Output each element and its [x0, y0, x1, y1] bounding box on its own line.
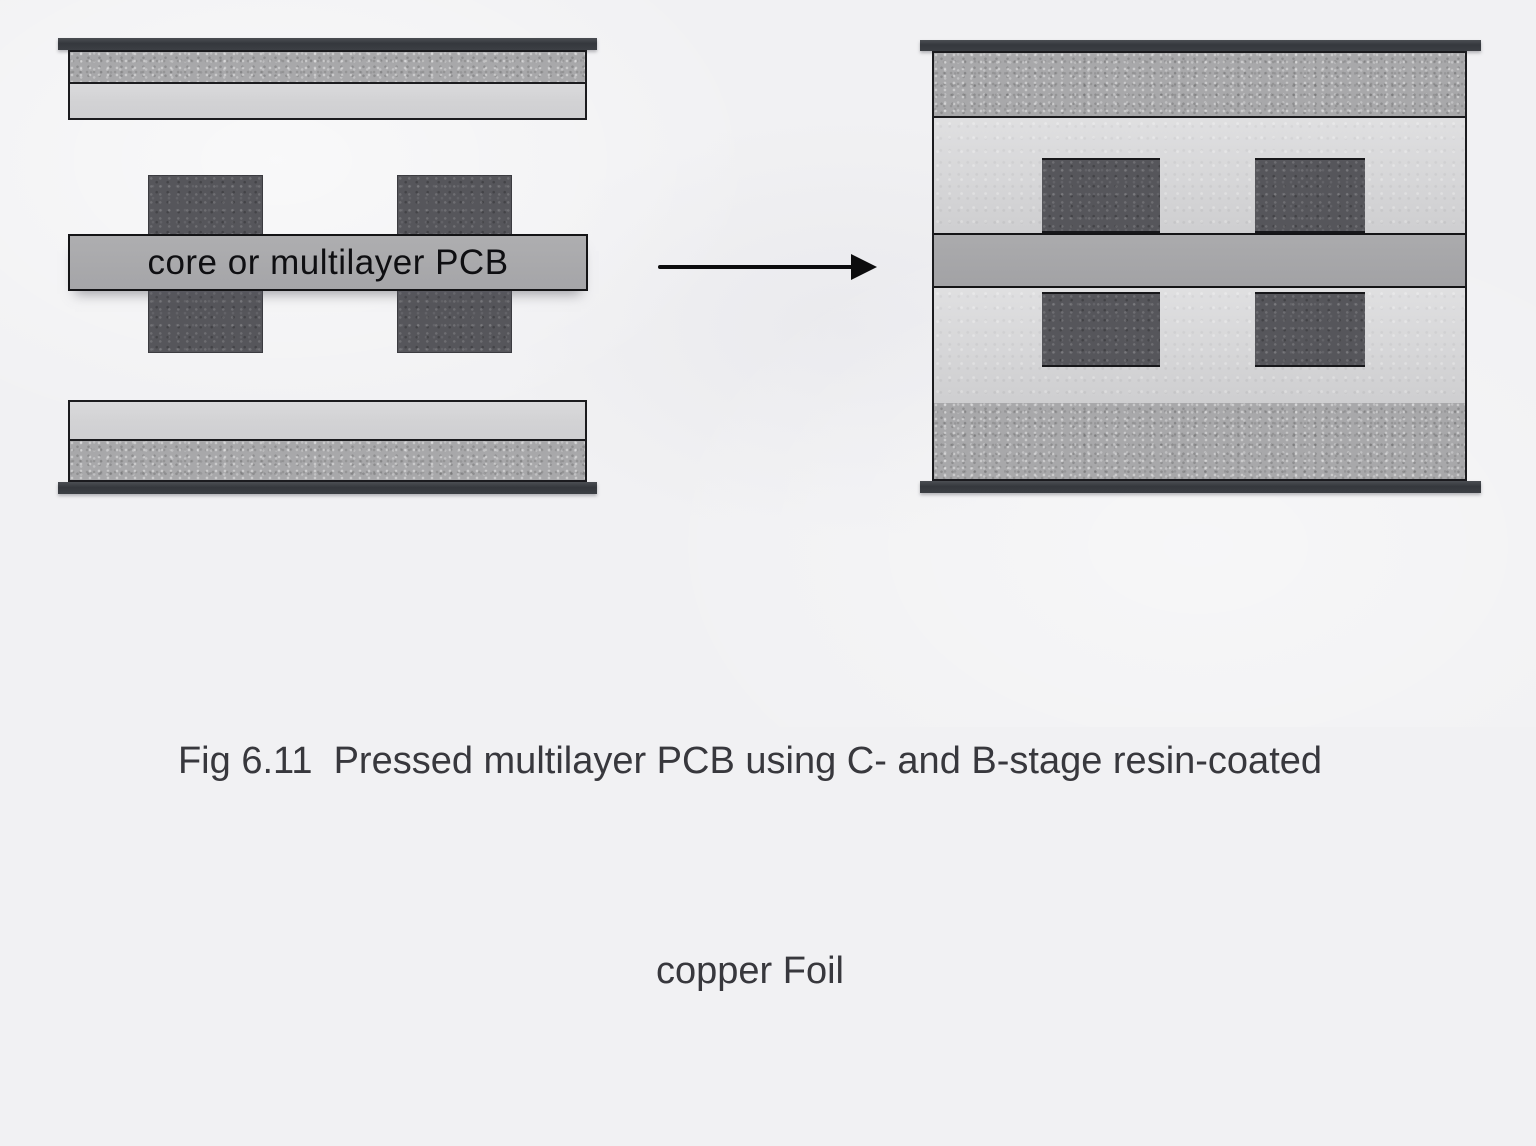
- pressed-top-speckled-resin-layer: [934, 53, 1465, 118]
- unpressed-stack: core or multilayer PCB: [58, 38, 597, 494]
- top-speckled-resin-layer: [70, 52, 585, 84]
- embedded-trace-lower-right: [1255, 292, 1365, 367]
- pressed-bottom-copper-foil-bar: [920, 481, 1481, 493]
- embedded-trace-upper-right: [1255, 158, 1365, 233]
- pressed-top-copper-foil-bar: [920, 40, 1481, 51]
- core-bar: core or multilayer PCB: [68, 234, 588, 291]
- top-copper-foil-bar: [58, 38, 597, 50]
- right-arrow-icon: [851, 254, 877, 280]
- caption-line-2: copper Foil: [656, 950, 844, 992]
- trace-block-lower-left: [148, 290, 263, 353]
- pressed-upper-light-resin-layer: [934, 118, 1465, 233]
- trace-block-lower-right: [397, 290, 512, 353]
- bottom-resin-sheet: [68, 400, 587, 482]
- top-light-resin-layer: [70, 84, 585, 118]
- embedded-trace-lower-left: [1042, 292, 1160, 367]
- core-label: core or multilayer PCB: [147, 242, 509, 282]
- press-process-arrow: [658, 254, 877, 280]
- bottom-copper-foil-bar: [58, 482, 597, 494]
- pressed-stack: [920, 40, 1481, 493]
- pressed-bottom-speckled-resin-layer: [934, 403, 1465, 479]
- figure-canvas: core or multilayer PCB: [0, 0, 1536, 992]
- arrow-line: [658, 265, 854, 269]
- top-resin-sheet: [68, 50, 587, 120]
- figure-caption: Fig 6.11 Pressed multilayer PCB using C-…: [0, 586, 1500, 1146]
- bottom-light-resin-layer: [70, 402, 585, 441]
- embedded-trace-upper-left: [1042, 158, 1160, 233]
- caption-line-1: Fig 6.11 Pressed multilayer PCB using C-…: [177, 740, 1323, 782]
- pressed-core-band: [934, 233, 1465, 288]
- pressed-body: [932, 51, 1467, 481]
- trace-block-upper-left: [148, 175, 263, 236]
- pressed-lower-light-resin-layer: [934, 288, 1465, 403]
- trace-block-upper-right: [397, 175, 512, 236]
- bottom-speckled-resin-layer: [70, 441, 585, 480]
